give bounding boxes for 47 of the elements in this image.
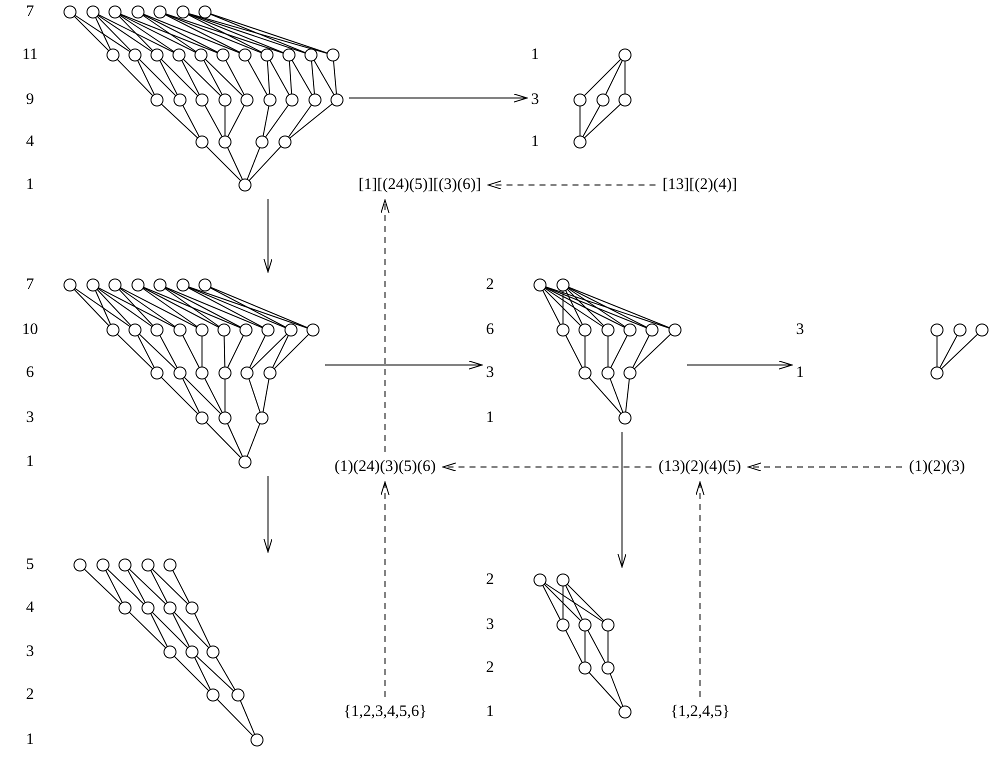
- dashed-arrow: [488, 180, 656, 190]
- level-count: 7: [26, 276, 34, 294]
- dashed-arrow: [696, 482, 704, 698]
- level-count: 3: [796, 321, 804, 339]
- level-count: 1: [26, 453, 34, 471]
- level-count: 2: [486, 276, 494, 294]
- level-count: 7: [26, 3, 34, 21]
- partition-label: (1)(24)(3)(5)(6): [332, 456, 439, 478]
- level-count: 10: [22, 321, 38, 339]
- arrow: [348, 94, 528, 102]
- partition-label: (1)(2)(3): [906, 456, 968, 478]
- level-count: 3: [486, 364, 494, 382]
- dashed-arrow: [380, 200, 390, 452]
- level-count: 11: [22, 46, 38, 64]
- partition-label: (13)(2)(4)(5): [656, 456, 744, 478]
- level-count: 2: [26, 686, 34, 704]
- arrow: [324, 360, 482, 370]
- level-count: 5: [26, 556, 34, 574]
- level-count: 3: [486, 616, 494, 634]
- partition-label: {1,2,4,5}: [668, 701, 733, 723]
- level-count: 1: [531, 46, 539, 64]
- level-count: 4: [26, 133, 34, 151]
- level-count: 3: [531, 91, 539, 109]
- arrow: [618, 432, 626, 568]
- level-count: 1: [796, 364, 804, 382]
- arrow: [264, 198, 272, 272]
- level-count: 3: [26, 643, 34, 661]
- level-count: 1: [486, 703, 494, 721]
- partition-label: [1][(24)(5)][(3)(6)]: [356, 174, 484, 196]
- level-count: 9: [26, 91, 34, 109]
- level-count: 6: [486, 321, 494, 339]
- level-count: 4: [26, 599, 34, 617]
- arrow: [686, 360, 792, 370]
- level-count: 2: [486, 571, 494, 589]
- dashed-arrow: [380, 482, 390, 698]
- level-count: 1: [486, 409, 494, 427]
- dashed-arrow: [442, 462, 652, 472]
- dashed-arrow: [748, 462, 902, 472]
- arrow: [264, 476, 272, 552]
- partition-label: {1,2,3,4,5,6}: [340, 701, 430, 723]
- level-count: 3: [26, 409, 34, 427]
- level-count: 1: [26, 176, 34, 194]
- level-count: 1: [531, 133, 539, 151]
- partition-label: [13][(2)(4)]: [660, 174, 740, 196]
- level-count: 6: [26, 364, 34, 382]
- level-count: 1: [26, 731, 34, 749]
- level-count: 2: [486, 659, 494, 677]
